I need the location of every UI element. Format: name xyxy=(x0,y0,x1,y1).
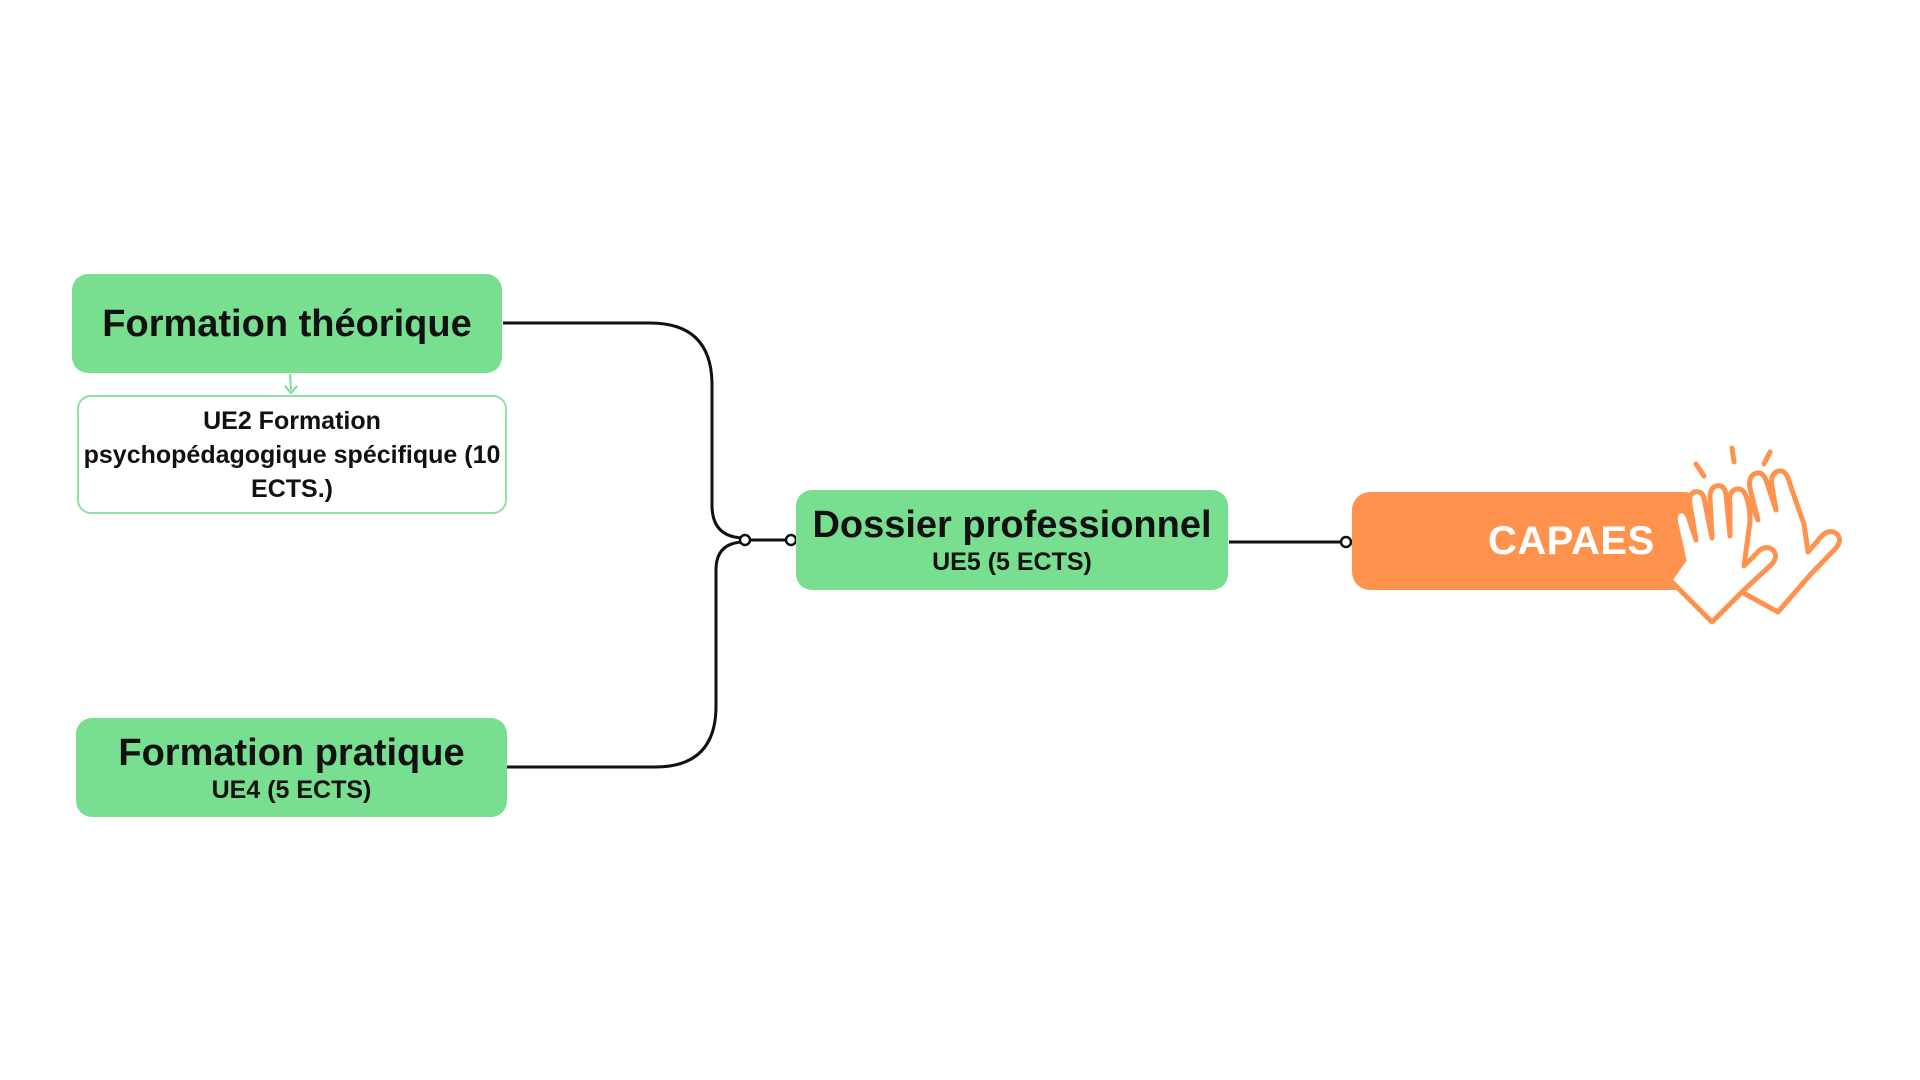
node-formation-theorique: Formation théorique xyxy=(72,274,502,373)
node-formation-theorique-title: Formation théorique xyxy=(102,302,472,345)
junction-dot xyxy=(738,533,752,547)
node-formation-pratique-subtitle: UE4 (5 ECTS) xyxy=(211,775,372,804)
connector-theorique-to-ue2 xyxy=(289,373,292,391)
node-formation-pratique: Formation pratique UE4 (5 ECTS) xyxy=(76,718,507,817)
high-five-hands-icon xyxy=(1667,445,1842,625)
arrowhead-ue2 xyxy=(284,385,298,395)
node-ue2-text: UE2 Formation psychopédagogique spécifiq… xyxy=(83,406,501,503)
node-formation-pratique-title: Formation pratique xyxy=(118,731,465,774)
node-dossier-professionnel-title: Dossier professionnel xyxy=(812,504,1212,546)
node-capaes: CAPAES xyxy=(1352,492,1702,590)
node-ue2: UE2 Formation psychopédagogique spécifiq… xyxy=(77,395,507,514)
motion-line-middle xyxy=(1729,445,1737,465)
node-dossier-professionnel: Dossier professionnel UE5 (5 ECTS) xyxy=(796,490,1228,590)
dossier-input-dot xyxy=(784,533,798,547)
front-hand-shape xyxy=(1667,483,1778,625)
motion-line-left xyxy=(1693,461,1707,479)
motion-line-right xyxy=(1761,449,1773,467)
connector-theorique-to-dossier xyxy=(503,321,746,540)
connector-pratique-to-dossier xyxy=(507,540,746,769)
node-capaes-title: CAPAES xyxy=(1488,519,1655,563)
capaes-input-dot xyxy=(1339,535,1353,549)
node-dossier-professionnel-subtitle: UE5 (5 ECTS) xyxy=(932,548,1092,576)
back-hand-shape xyxy=(1733,468,1842,615)
